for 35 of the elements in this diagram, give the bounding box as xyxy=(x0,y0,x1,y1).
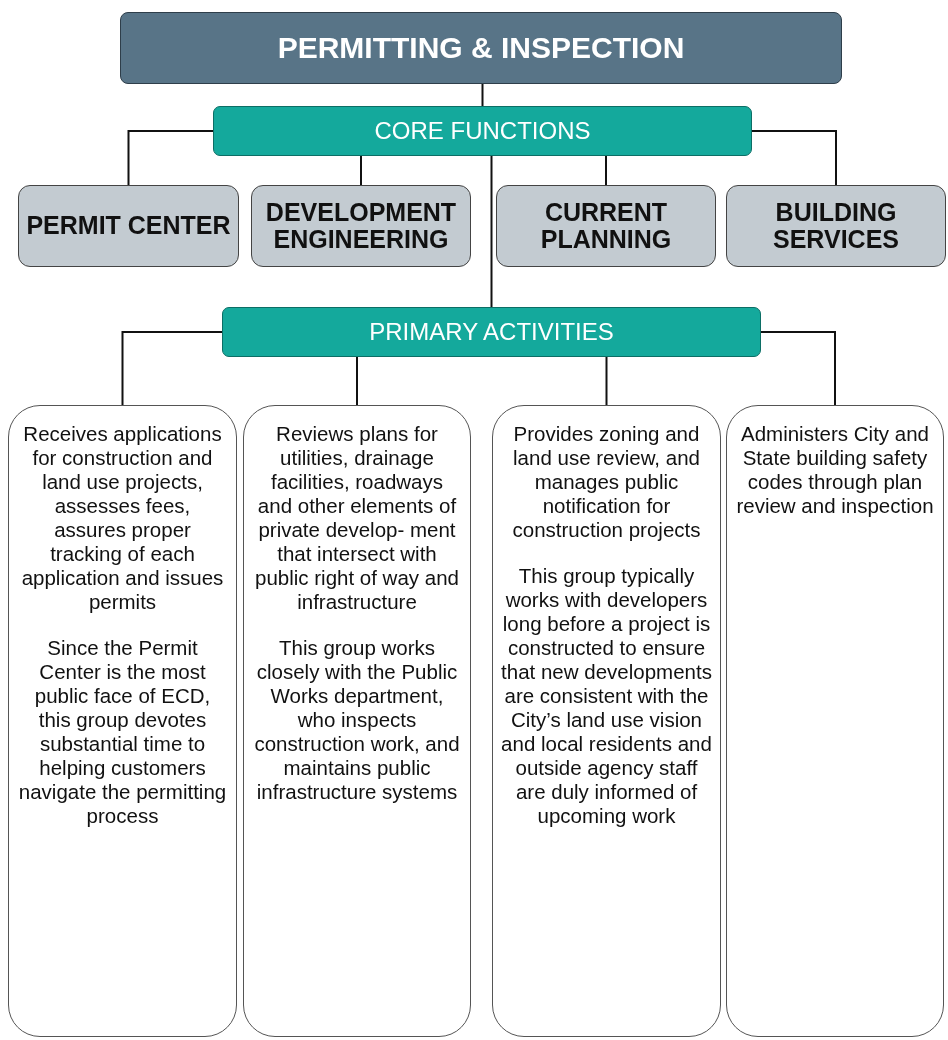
connector-line xyxy=(481,83,484,107)
description-panel xyxy=(243,405,471,1037)
description-text: Administers City and State building safety codes through plan review and inspection xyxy=(735,422,935,518)
title-text: PERMITTING & INSPECTION xyxy=(277,31,685,65)
department-box xyxy=(496,185,716,267)
description-text: Receives applications for construction and land use projects, assesses fees, assures proper tracking of each application and issues permits xyxy=(20,422,225,614)
connector-line xyxy=(490,155,493,308)
description-panel xyxy=(492,405,721,1037)
description-panel xyxy=(8,405,237,1037)
department-box xyxy=(251,185,471,267)
department-box xyxy=(726,185,946,267)
section-band xyxy=(213,106,752,156)
description-panel xyxy=(726,405,944,1037)
connector-line xyxy=(127,130,214,186)
description-text: Since the Permit Center is the most public face of ECD, this group devotes substantial time to helping customers navigate the permitting process xyxy=(17,635,228,828)
title-box xyxy=(120,12,842,84)
description-text: This group typically works with developers long before a project is constructed to ensure that new developments are consistent with the City’s land use vision and local residents and outside agency staff are duly informed of upcoming work xyxy=(501,563,712,828)
department-box xyxy=(18,185,239,267)
description-text: This group works closely with the Public Works department, who inspects construction work, and maintains public infrastructure systems xyxy=(253,635,461,804)
section-band xyxy=(222,307,761,357)
department-name: DEVELOPMENT ENGINEERING xyxy=(264,198,458,254)
connector-line xyxy=(360,155,362,186)
description-text: Provides zoning and land use review, and manages public notification for construction projects xyxy=(511,422,702,542)
connector-line xyxy=(356,356,358,406)
department-name: PERMIT CENTER xyxy=(26,212,231,240)
connector-line xyxy=(605,356,608,406)
connector-line xyxy=(760,331,836,406)
connector-line xyxy=(121,331,223,406)
department-name: CURRENT PLANNING xyxy=(539,198,673,254)
description-text: Reviews plans for utilities, drainage facilities, roadways and other elements of private develop- ment that intersect with public right of way and infrastructure xyxy=(254,422,460,614)
connector-line xyxy=(605,155,607,186)
band-label: PRIMARY ACTIVITIES xyxy=(369,318,614,346)
band-label: CORE FUNCTIONS xyxy=(374,117,591,145)
connector-line xyxy=(751,130,837,186)
department-name: BUILDING SERVICES xyxy=(772,198,900,254)
